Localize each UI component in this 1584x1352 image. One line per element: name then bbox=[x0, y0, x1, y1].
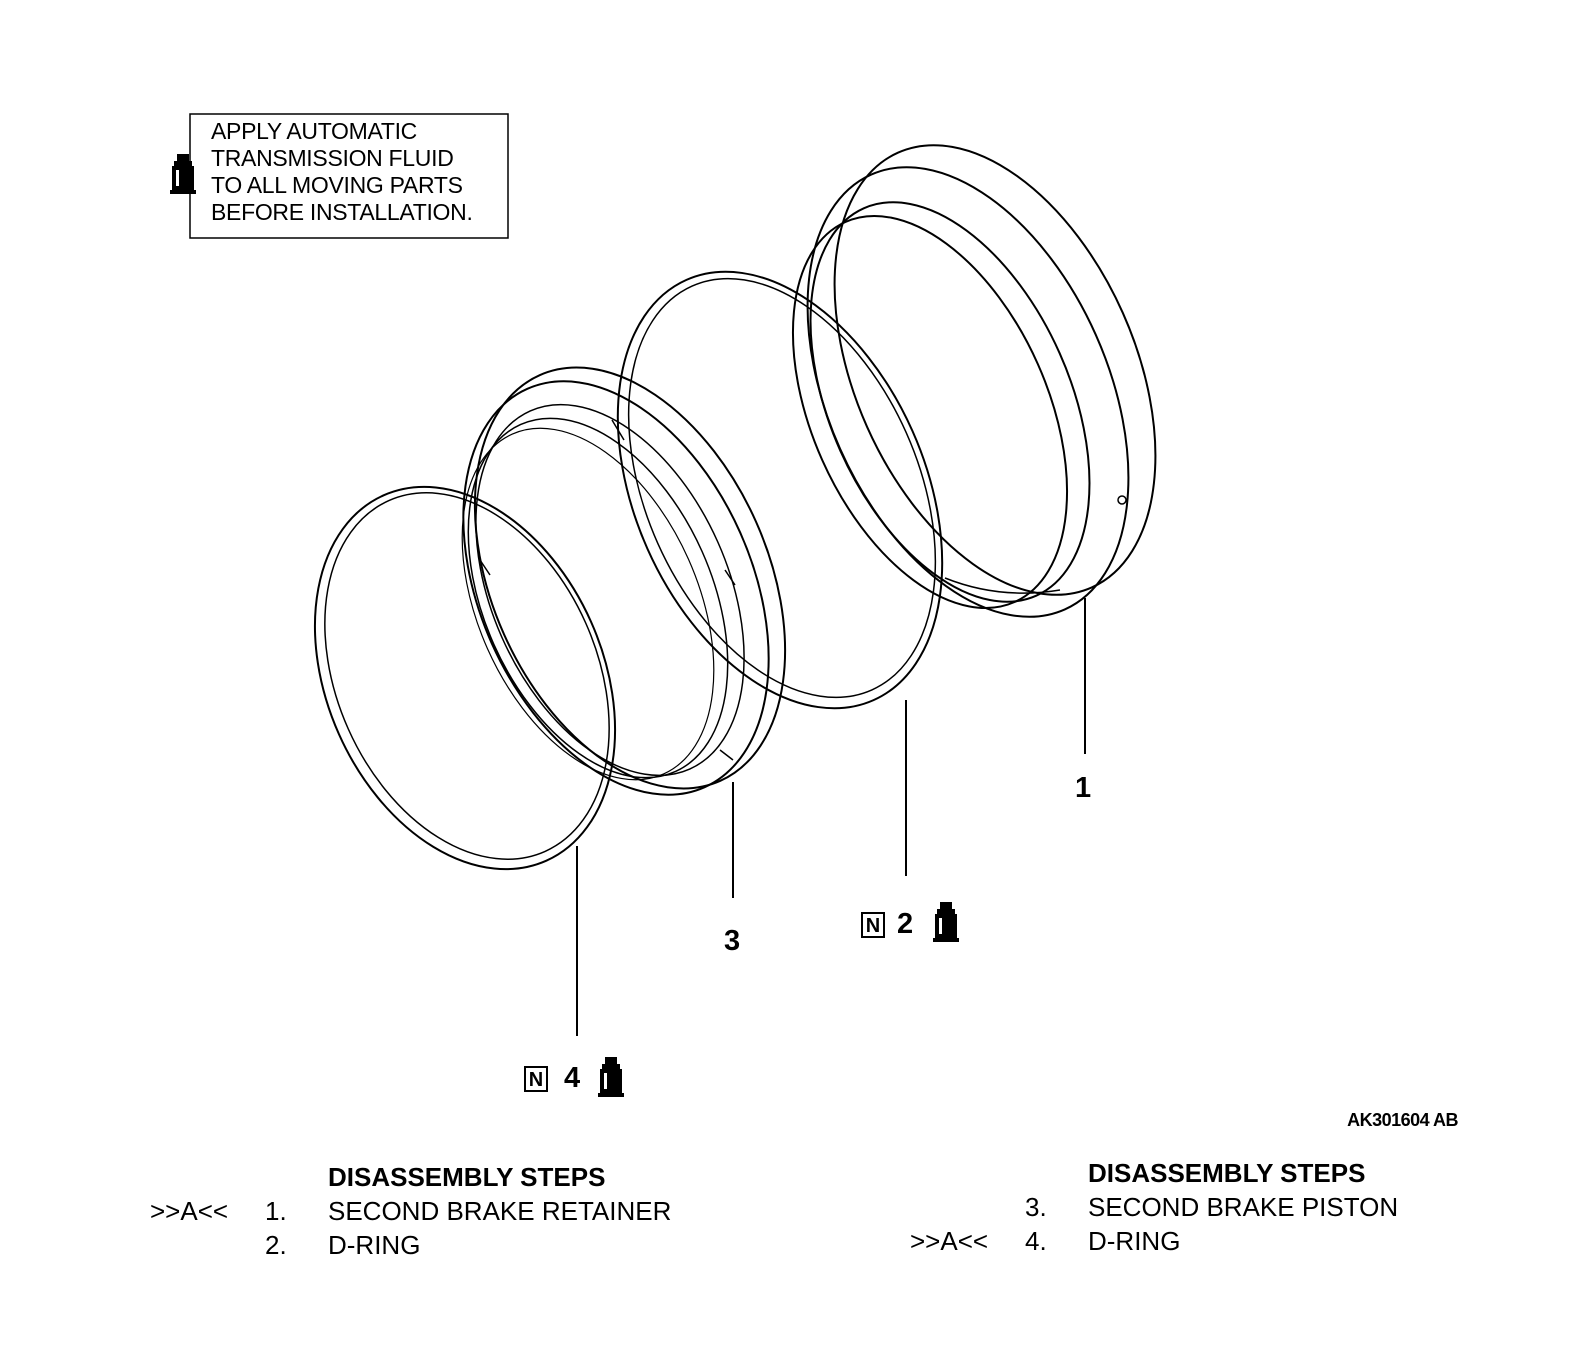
note-line-3: TO ALL MOVING PARTS bbox=[211, 172, 463, 198]
d-ring-small bbox=[313, 485, 617, 871]
d-ring-large bbox=[616, 270, 944, 710]
note-line-4: BEFORE INSTALLATION. bbox=[211, 199, 473, 225]
note-line-1: APPLY AUTOMATIC bbox=[211, 118, 417, 144]
svg-text:N: N bbox=[866, 915, 880, 937]
step-name-4: D-RING bbox=[1088, 1226, 1181, 1256]
fluid-bottle-icon bbox=[170, 154, 196, 194]
step-row-1: >>A<< 1. SECOND BRAKE RETAINER bbox=[150, 1196, 750, 1226]
step-name-2: D-RING bbox=[328, 1230, 421, 1260]
step-row-3: 3. SECOND BRAKE PISTON bbox=[910, 1192, 1510, 1222]
step-num-1: 1. bbox=[265, 1196, 287, 1226]
callout-4: 4 bbox=[564, 1062, 581, 1094]
fluid-bottle-icon-2 bbox=[933, 902, 959, 942]
note-line-2: TRANSMISSION FLUID bbox=[211, 145, 454, 171]
second-brake-retainer bbox=[791, 144, 1157, 618]
step-num-3: 3. bbox=[1025, 1192, 1047, 1222]
step-name-1: SECOND BRAKE RETAINER bbox=[328, 1196, 672, 1226]
step-num-2: 2. bbox=[265, 1230, 287, 1260]
second-brake-piston bbox=[461, 366, 787, 796]
callout-2: 2 bbox=[897, 908, 914, 940]
new-part-symbol-2: N bbox=[861, 912, 885, 938]
step-row-2: 2. D-RING bbox=[150, 1230, 750, 1260]
figure-code: AK301604 AB bbox=[1347, 1110, 1458, 1130]
installation-note: APPLY AUTOMATIC TRANSMISSION FLUID TO AL… bbox=[211, 118, 473, 226]
step-name-3: SECOND BRAKE PISTON bbox=[1088, 1192, 1399, 1222]
callout-1: 1 bbox=[1075, 772, 1092, 804]
new-part-symbol-4: N bbox=[524, 1066, 548, 1092]
step-ref-1: >>A<< bbox=[150, 1196, 229, 1226]
step-row-4: >>A<< 4. D-RING bbox=[910, 1226, 1510, 1256]
fluid-bottle-icon-4 bbox=[598, 1057, 624, 1097]
steps-heading-left: DISASSEMBLY STEPS bbox=[328, 1162, 606, 1192]
callout-3: 3 bbox=[724, 925, 741, 957]
steps-heading-right: DISASSEMBLY STEPS bbox=[1088, 1158, 1366, 1188]
step-ref-4: >>A<< bbox=[910, 1226, 989, 1256]
step-num-4: 4. bbox=[1025, 1226, 1047, 1256]
svg-text:N: N bbox=[529, 1069, 543, 1091]
